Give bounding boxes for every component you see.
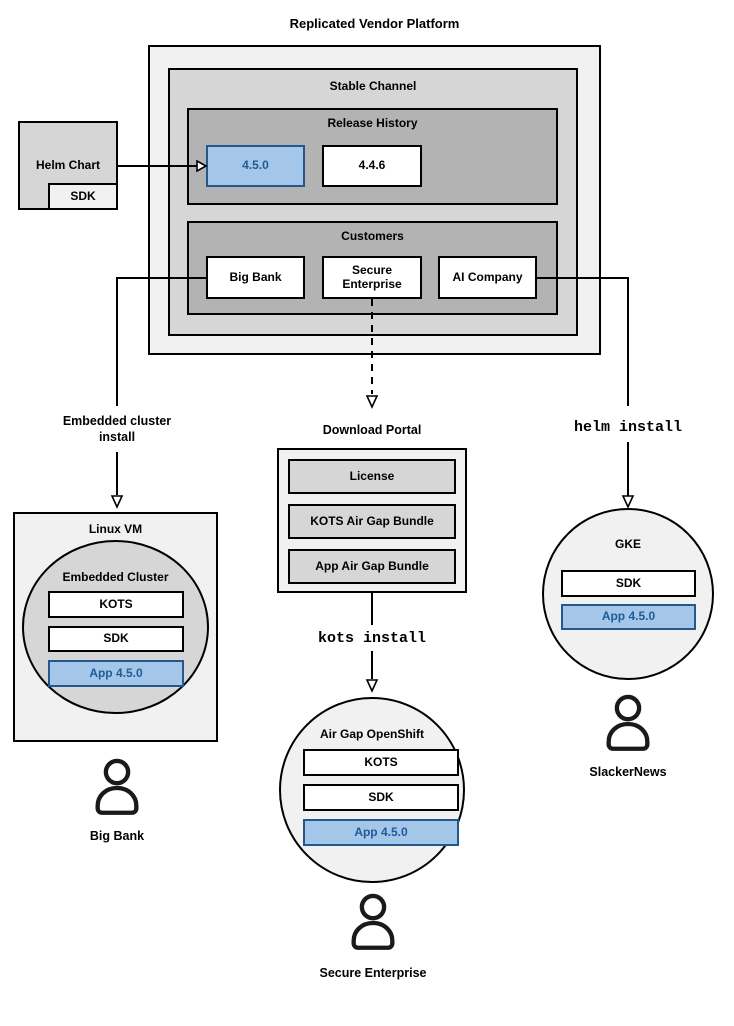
linux-vm-label: Linux VM (88, 522, 143, 536)
portal-app-airgap-bundle: App Air Gap Bundle (288, 549, 456, 584)
arrowhead-down-right-icon (621, 495, 635, 509)
customer-big-bank: Big Bank (206, 256, 305, 299)
release-history-label: Release History (327, 116, 418, 130)
helm-chart-label: Helm Chart (35, 158, 100, 172)
openshift-sdk: SDK (303, 784, 459, 811)
customer-ai-company: AI Company (438, 256, 537, 299)
big-bank-person-icon (95, 758, 139, 815)
diagram-title: Replicated Vendor Platform (289, 16, 460, 31)
customers-label: Customers (341, 229, 404, 243)
customer-secure-enterprise: Secure Enterprise (322, 256, 422, 299)
embedded-cluster-sdk: SDK (48, 626, 184, 652)
slackernews-person-icon (606, 694, 650, 751)
secure-enterprise-person-icon (351, 893, 395, 950)
portal-kots-airgap-bundle: KOTS Air Gap Bundle (288, 504, 456, 539)
secure-enterprise-person-label: Secure Enterprise (319, 966, 427, 980)
gke-app: App 4.5.0 (561, 604, 696, 630)
gke-sdk: SDK (561, 570, 696, 597)
embedded-cluster-install-label: Embedded cluster install (62, 414, 172, 444)
arrowhead-down-dashed-icon (365, 395, 379, 409)
big-bank-person-label: Big Bank (89, 829, 145, 843)
slackernews-person-label: SlackerNews (589, 765, 667, 779)
arrowhead-down-left-icon (110, 495, 124, 509)
kots-install-label: kots install (317, 630, 427, 647)
helm-chart-sdk-box: SDK (48, 183, 118, 210)
air-gap-openshift-label: Air Gap OpenShift (319, 727, 424, 741)
release-4-4-6: 4.4.6 (322, 145, 422, 187)
arrowhead-down-kots-icon (365, 679, 379, 693)
stable-channel-label: Stable Channel (329, 79, 417, 93)
embedded-cluster-kots: KOTS (48, 591, 184, 618)
embedded-cluster-label: Embedded Cluster (62, 570, 169, 584)
embedded-cluster-app: App 4.5.0 (48, 660, 184, 687)
helm-install-label: helm install (573, 419, 683, 436)
release-4-5-0: 4.5.0 (206, 145, 305, 187)
download-portal-title: Download Portal (322, 423, 422, 437)
portal-license: License (288, 459, 456, 494)
openshift-app: App 4.5.0 (303, 819, 459, 846)
openshift-kots: KOTS (303, 749, 459, 776)
gke-label: GKE (614, 537, 641, 551)
